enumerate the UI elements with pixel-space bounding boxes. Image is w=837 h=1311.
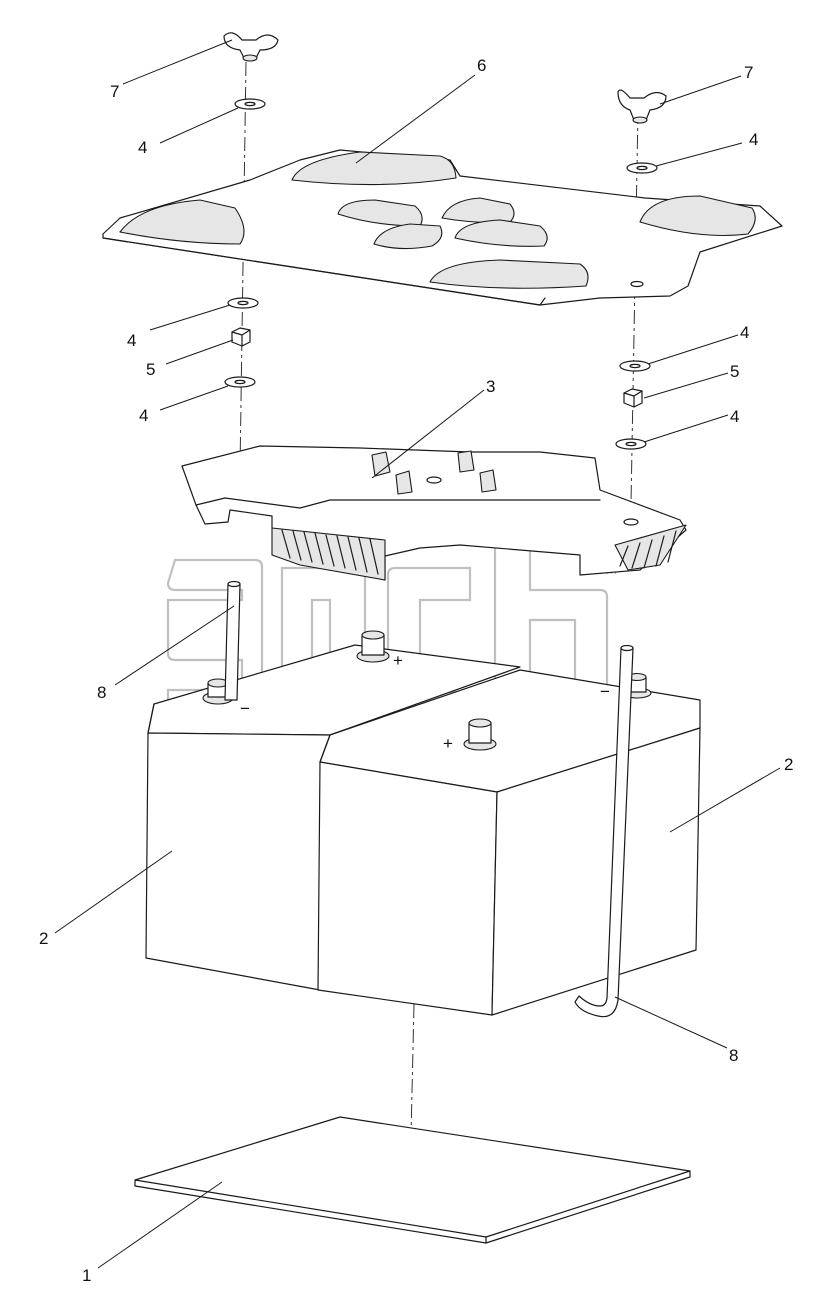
terminal-post (356, 630, 390, 663)
callout-3: 3 (486, 377, 495, 396)
callout-2: 2 (39, 929, 48, 948)
base-plate (134, 1116, 691, 1244)
wing-nut-left (223, 32, 279, 62)
callouts: 7 4 6 7 4 4 5 4 4 5 4 3 8 2 2 8 1 (39, 56, 793, 1285)
callout-7: 7 (110, 82, 119, 101)
washer (626, 162, 658, 174)
axis-lines (239, 61, 639, 1181)
callout-4: 4 (139, 406, 148, 425)
callout-8: 8 (729, 1046, 738, 1065)
terminal-post (463, 718, 497, 751)
hold-down-bracket (181, 445, 687, 581)
callout-4: 4 (740, 323, 749, 342)
washer (234, 98, 266, 110)
minus-mark: − (240, 699, 250, 718)
hex-nut (231, 327, 251, 347)
washer (224, 376, 256, 388)
callout-7: 7 (744, 63, 753, 82)
callout-5: 5 (730, 362, 739, 381)
washer (619, 360, 651, 372)
leader-lines (54, 39, 781, 1269)
callout-2: 2 (784, 755, 793, 774)
washer (227, 297, 259, 309)
callout-4: 4 (730, 407, 739, 426)
callout-4: 4 (138, 138, 147, 157)
j-bolt-left (224, 580, 241, 701)
battery-left: − + (145, 630, 521, 991)
callout-5: 5 (146, 360, 155, 379)
cover-plate (102, 149, 783, 306)
plus-mark: + (443, 734, 453, 753)
plus-mark: + (393, 651, 403, 670)
wing-nut-right (617, 89, 667, 124)
callout-1: 1 (82, 1266, 91, 1285)
j-bolt-right (574, 644, 634, 1018)
callout-4: 4 (749, 130, 758, 149)
washer (615, 438, 647, 450)
minus-mark: − (600, 682, 610, 701)
callout-8: 8 (97, 683, 106, 702)
battery-right: + − (317, 669, 701, 1016)
hex-nut (623, 388, 643, 408)
callout-6: 6 (477, 56, 486, 75)
callout-4: 4 (127, 331, 136, 350)
